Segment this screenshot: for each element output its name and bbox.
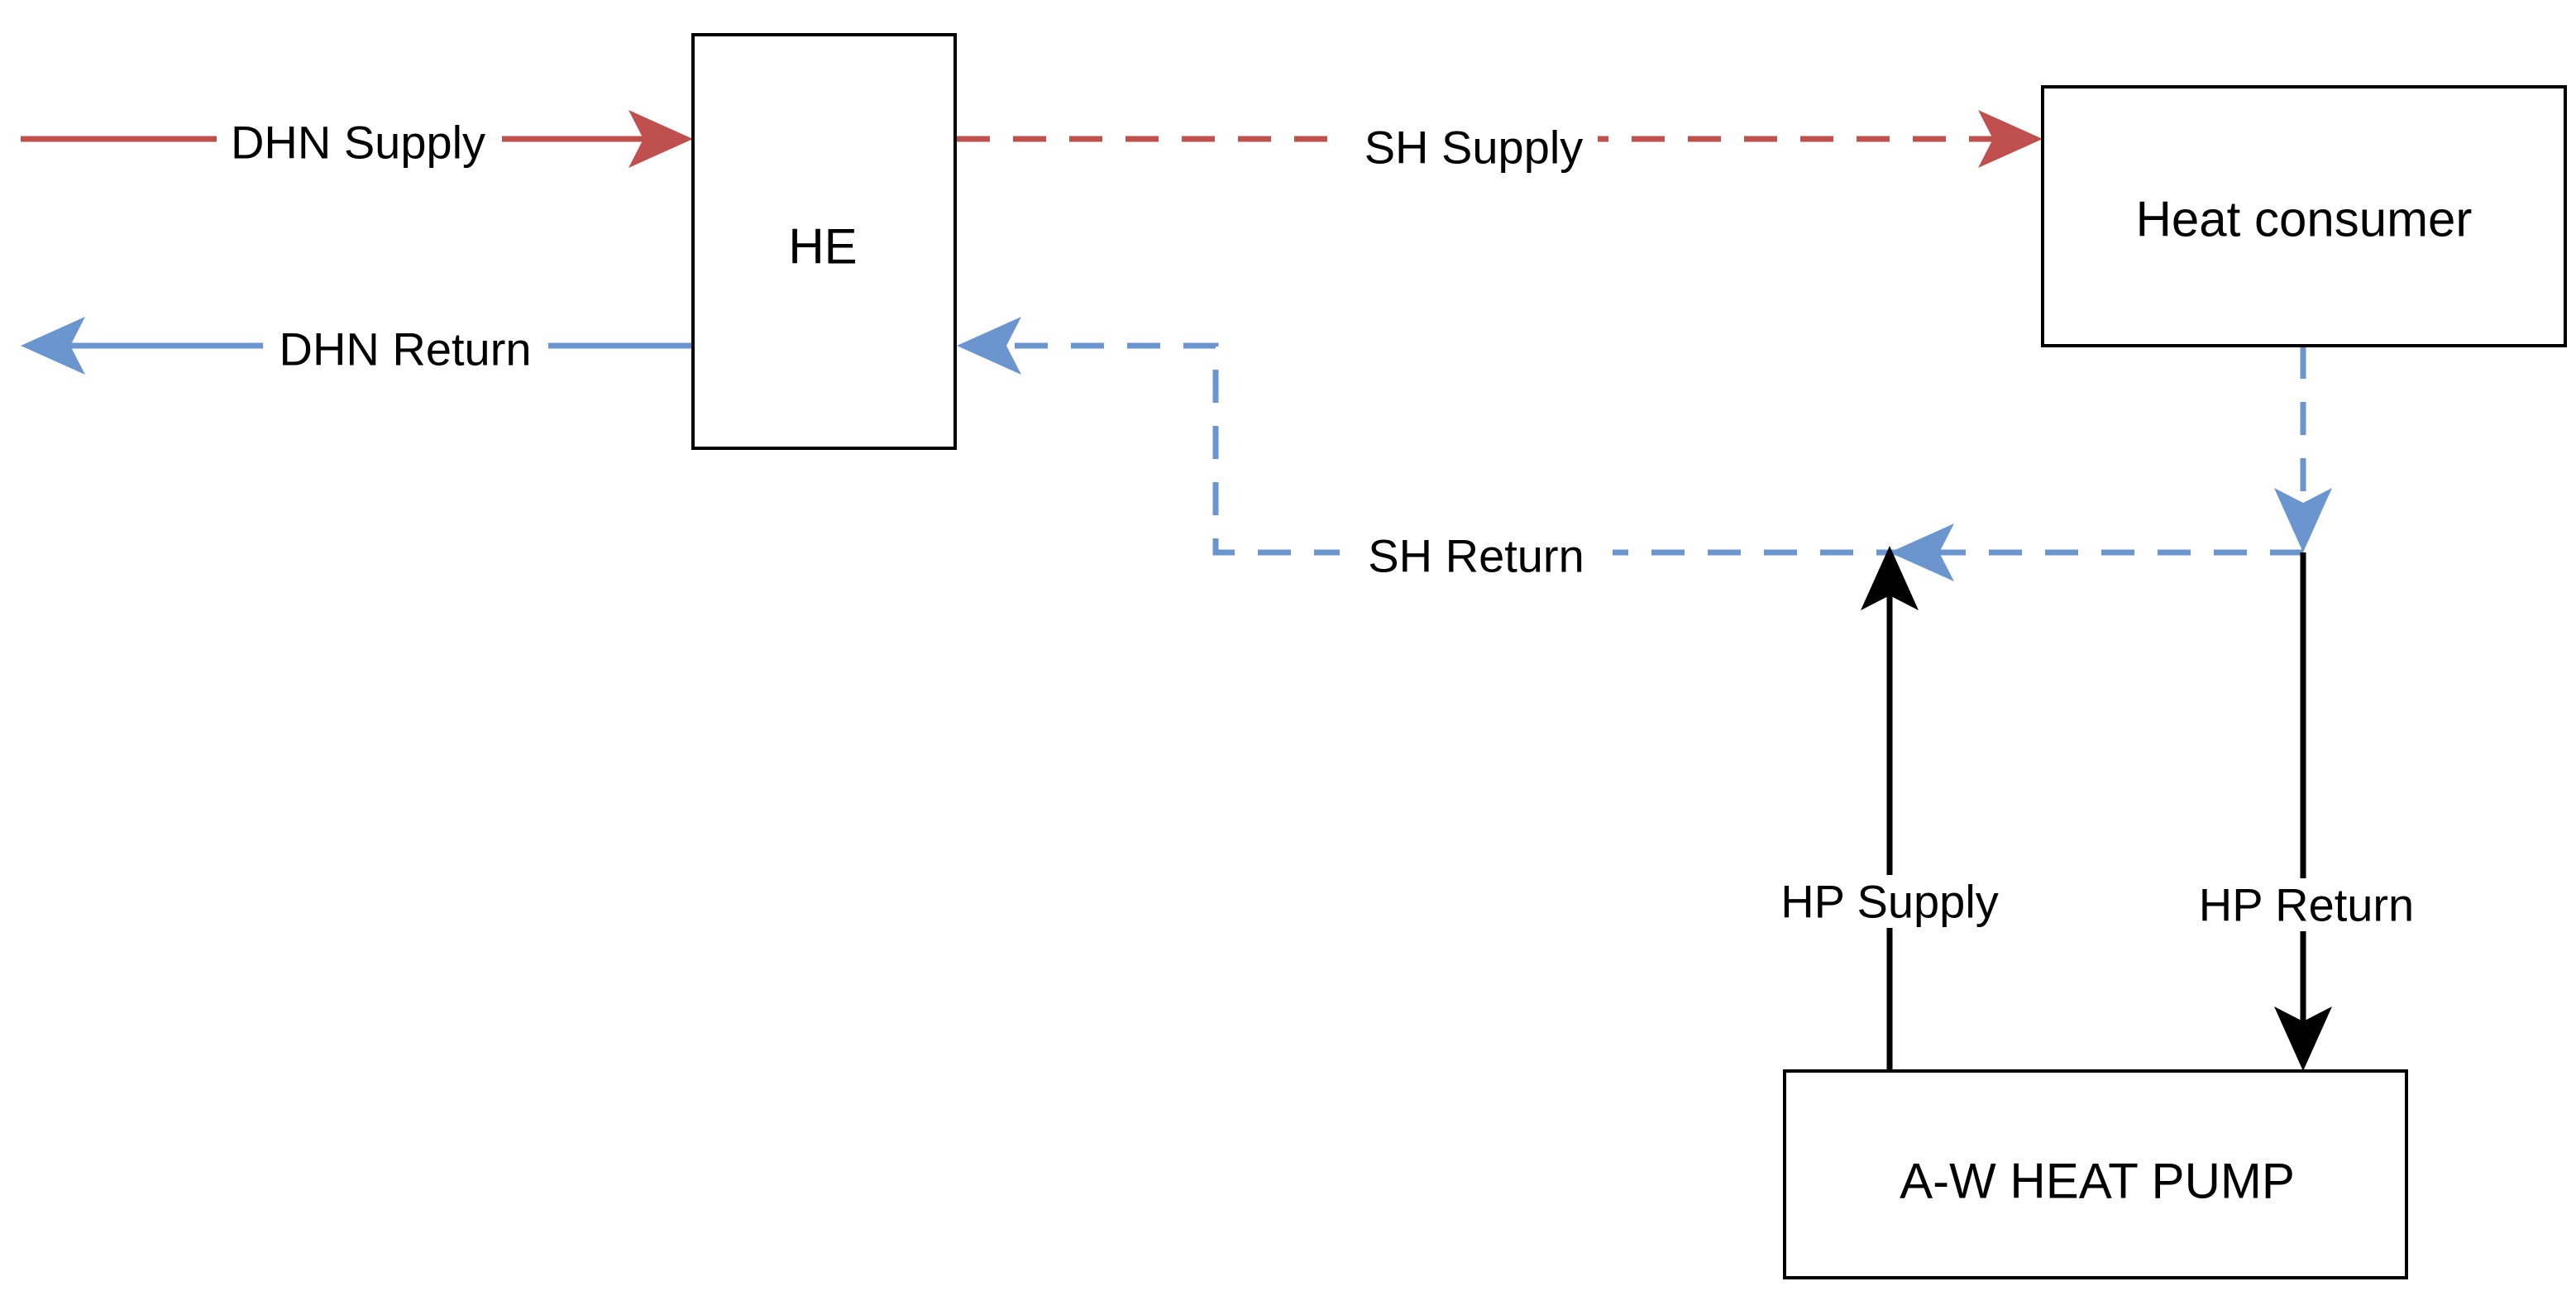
hp-return-label-group: HP Return <box>2186 878 2426 931</box>
sh-return-label-bg <box>1340 528 1613 581</box>
sh-supply-label: SH Supply <box>1364 122 1584 174</box>
dhn-return-label-group: DHN Return <box>263 323 548 377</box>
sh-supply-arrowhead <box>1978 110 2043 168</box>
sh-return-edge <box>957 317 2303 581</box>
hp-supply-edge <box>1861 546 1919 1071</box>
consumer-return-arrowhead <box>2274 488 2332 552</box>
hp-return-arrowhead <box>2274 1007 2332 1071</box>
hp-supply-label-bg <box>1763 875 2016 928</box>
dhn-return-arrowhead <box>21 317 85 375</box>
hp-return-label-bg <box>2186 878 2426 931</box>
dhn-return-label-bg <box>263 324 548 377</box>
sh-supply-label-bg <box>1350 117 1598 170</box>
he-node[interactable]: HE <box>691 33 957 450</box>
heat-pump-node[interactable]: A-W HEAT PUMP <box>1783 1069 2408 1279</box>
heat-pump-box <box>1783 1069 2408 1279</box>
heat-consumer-label: Heat consumer <box>2136 192 2473 247</box>
consumer-return-edge <box>2274 346 2332 552</box>
sh-return-arrowhead <box>957 317 1021 375</box>
hp-return-label: HP Return <box>2199 879 2414 931</box>
he-label: HE <box>788 219 857 275</box>
heat-consumer-node[interactable]: Heat consumer <box>2041 85 2567 347</box>
he-box <box>691 33 957 450</box>
dhn-supply-arrowhead <box>628 110 693 168</box>
sh-return-line <box>988 342 2303 556</box>
hp-supply-label-group: HP Supply <box>1763 875 2016 928</box>
sh-return-label-group: SH Return <box>1340 528 1613 582</box>
dhn-supply-label-group: DHN Supply <box>217 114 502 169</box>
heat-consumer-box <box>2041 85 2567 347</box>
sh-return-junction-arrowhead <box>1890 524 1954 581</box>
sh-return-label: SH Return <box>1368 530 1584 582</box>
dhn-supply-label: DHN Supply <box>231 117 485 169</box>
dhn-supply-label-bg <box>217 114 502 167</box>
heat-pump-label: A-W HEAT PUMP <box>1900 1154 2295 1209</box>
sh-supply-label-group: SH Supply <box>1350 117 1598 174</box>
dhn-return-label: DHN Return <box>280 323 532 375</box>
hp-supply-label: HP Supply <box>1780 876 1999 928</box>
hp-supply-arrowhead <box>1861 546 1919 610</box>
hp-return-edge <box>2274 552 2332 1071</box>
